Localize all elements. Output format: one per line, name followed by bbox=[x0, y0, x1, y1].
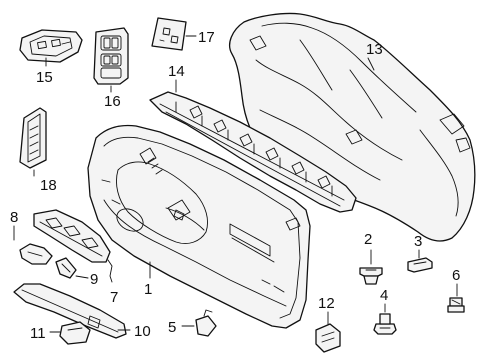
part-9-clip bbox=[55, 257, 77, 279]
callout-8: 8 bbox=[10, 209, 18, 226]
callout-6: 6 bbox=[452, 267, 460, 284]
part-6-stud-clip bbox=[447, 297, 465, 313]
callout-11: 11 bbox=[30, 325, 46, 342]
part-17-bracket bbox=[151, 17, 187, 51]
part-3-clip bbox=[407, 257, 433, 273]
callout-12: 12 bbox=[318, 295, 335, 312]
part-14-door-carrier bbox=[149, 91, 357, 213]
callout-17: 17 bbox=[198, 29, 215, 46]
part-16-window-switch bbox=[93, 27, 129, 85]
part-10-armrest bbox=[13, 283, 127, 339]
part-13-insulation-pad bbox=[229, 12, 476, 242]
part-11-switch-bezel bbox=[59, 321, 91, 345]
part-12-retainer bbox=[315, 323, 341, 353]
callout-18: 18 bbox=[40, 177, 57, 194]
callout-7: 7 bbox=[110, 289, 118, 306]
callout-14: 14 bbox=[168, 63, 185, 80]
part-7-fastener bbox=[107, 259, 113, 283]
callout-13: 13 bbox=[366, 41, 383, 58]
callout-4: 4 bbox=[380, 287, 388, 304]
part-18-tweeter-cover bbox=[19, 107, 47, 169]
callout-2: 2 bbox=[364, 231, 372, 248]
part-15-switch-panel bbox=[19, 29, 83, 63]
callout-10: 10 bbox=[134, 323, 151, 340]
callout-15: 15 bbox=[36, 69, 53, 86]
part-2-push-pin bbox=[359, 267, 383, 285]
part-1-door-trim-panel bbox=[87, 124, 311, 329]
callout-1: 1 bbox=[144, 281, 152, 298]
callout-9: 9 bbox=[90, 271, 98, 288]
part-8-foam-pad bbox=[19, 243, 53, 265]
part-8-handle-bracket bbox=[33, 209, 111, 263]
part-5-clip bbox=[195, 309, 217, 337]
callout-3: 3 bbox=[414, 233, 422, 250]
part-4-rivet bbox=[373, 313, 397, 335]
callout-5: 5 bbox=[168, 319, 176, 336]
callout-16: 16 bbox=[104, 93, 121, 110]
